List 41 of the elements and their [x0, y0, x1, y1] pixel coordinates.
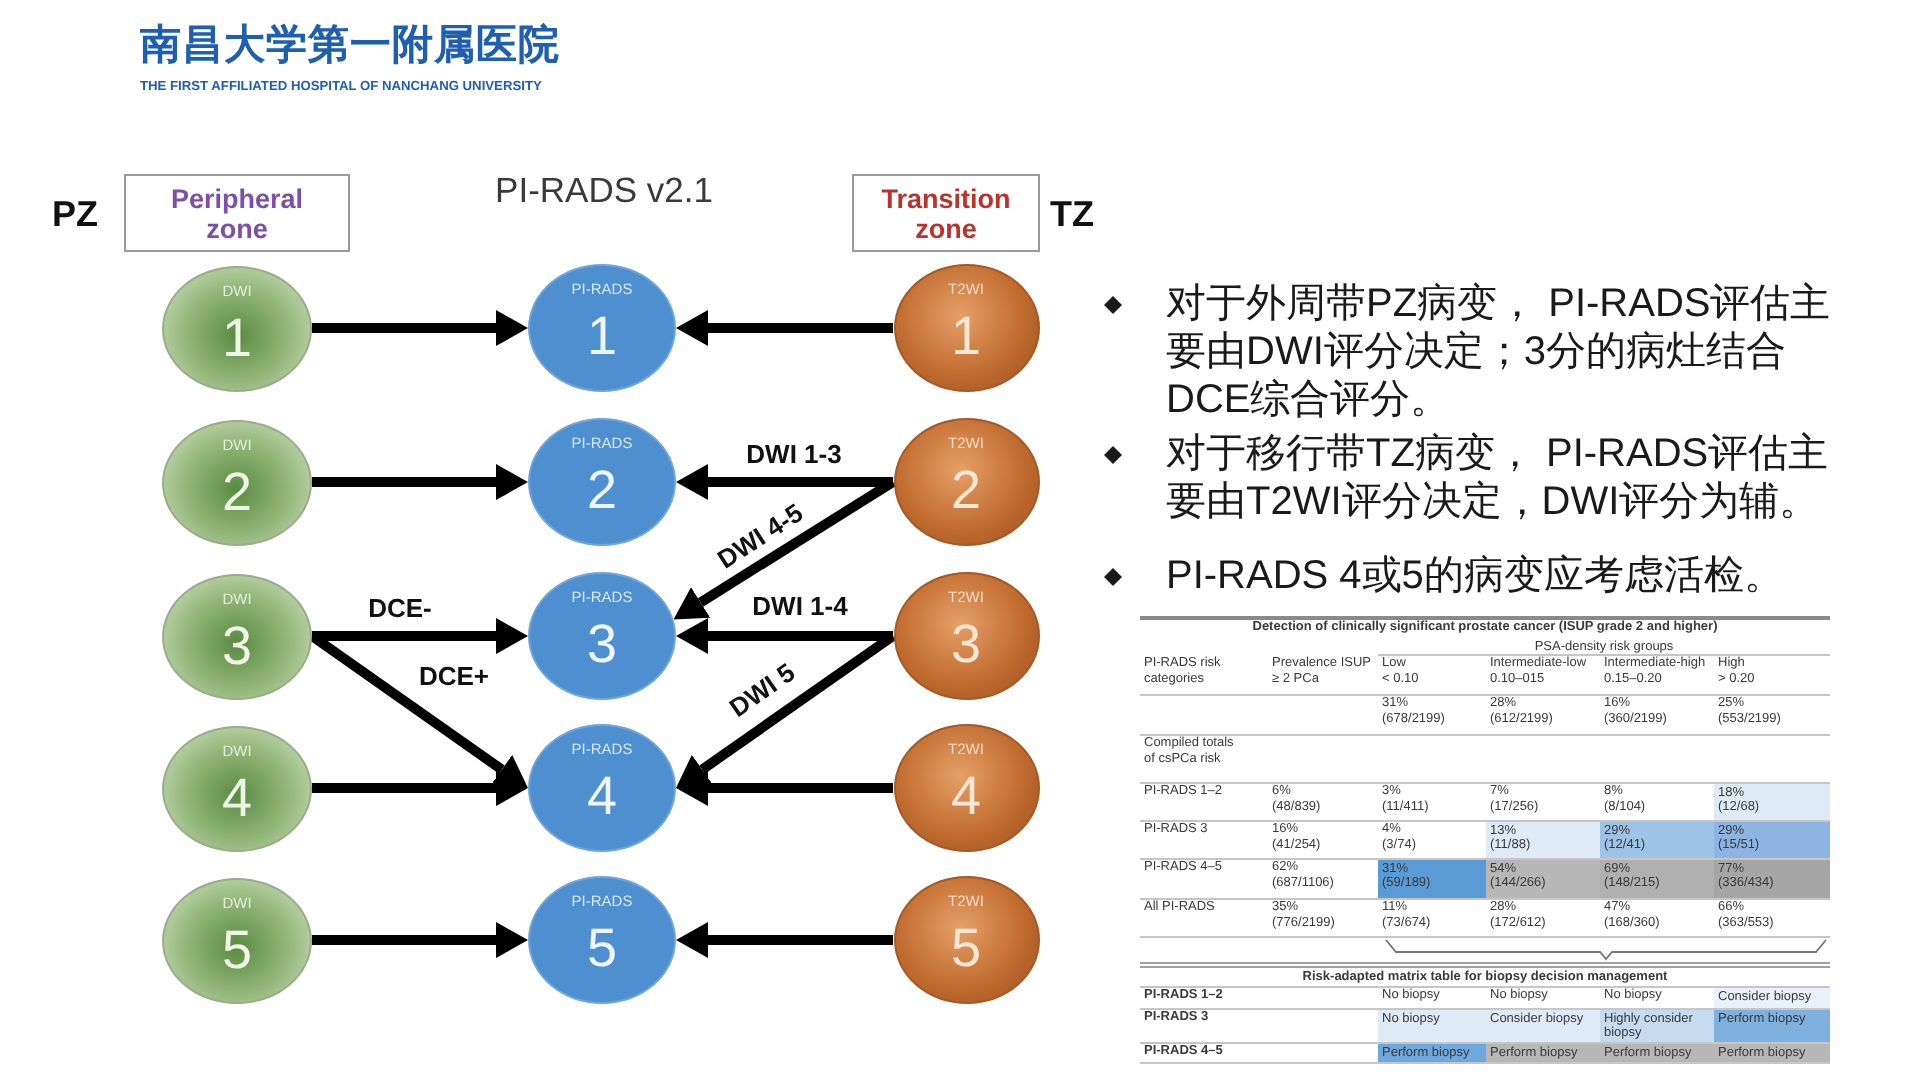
arrow [676, 922, 893, 958]
hospital-name: 南昌大学第一附属医院 [140, 20, 560, 72]
score-number: 1 [586, 308, 618, 364]
zone-box: Peripheral zone [124, 174, 350, 252]
arrow [312, 310, 528, 346]
edge-label: DCE+ [414, 661, 494, 691]
edge-label: DCE- [364, 593, 436, 623]
score-number: 2 [221, 463, 253, 519]
arrow [312, 464, 528, 500]
bullet-text: 对于外周带PZ病变， PI-RADS评估主要由DWI评分决定；3分的病灶结合DCE综合评分。 [1166, 280, 1833, 424]
arrow [309, 631, 528, 788]
diagram-title: PI-RADS v2.1 [495, 170, 713, 212]
edge-label: DWI 1-4 [748, 591, 852, 621]
score-number: 1 [950, 308, 982, 364]
zone-box: Transition zone [852, 174, 1040, 252]
score-number: 3 [950, 616, 982, 672]
score-number: 5 [221, 921, 253, 977]
score-number: 4 [950, 768, 982, 824]
arrow [312, 922, 528, 958]
arrow [676, 464, 893, 500]
arrow [676, 770, 893, 806]
bullet-text: PI-RADS 4或5的病变应考虑活检。 [1166, 552, 1786, 600]
arrow [312, 770, 528, 806]
score-number: 1 [221, 309, 253, 365]
arrow [312, 618, 528, 654]
score-number: 2 [950, 462, 982, 518]
arrow [673, 477, 896, 620]
score-number: 3 [586, 616, 618, 672]
arrow [676, 310, 893, 346]
edge-label: DWI 1-3 [742, 439, 846, 469]
zone-abbreviation: PZ [52, 191, 99, 235]
score-number: 2 [586, 462, 618, 518]
score-number: 3 [221, 617, 253, 673]
arrow [676, 618, 893, 654]
bullet-text: 对于移行带TZ病变， PI-RADS评估主要由T2WI评分决定，DWI评分为辅。 [1166, 430, 1831, 526]
score-number: 4 [586, 768, 618, 824]
score-number: 5 [586, 920, 618, 976]
arrow [676, 631, 896, 788]
score-number: 5 [950, 920, 982, 976]
zone-abbreviation: TZ [1050, 191, 1094, 235]
score-number: 4 [221, 769, 253, 825]
